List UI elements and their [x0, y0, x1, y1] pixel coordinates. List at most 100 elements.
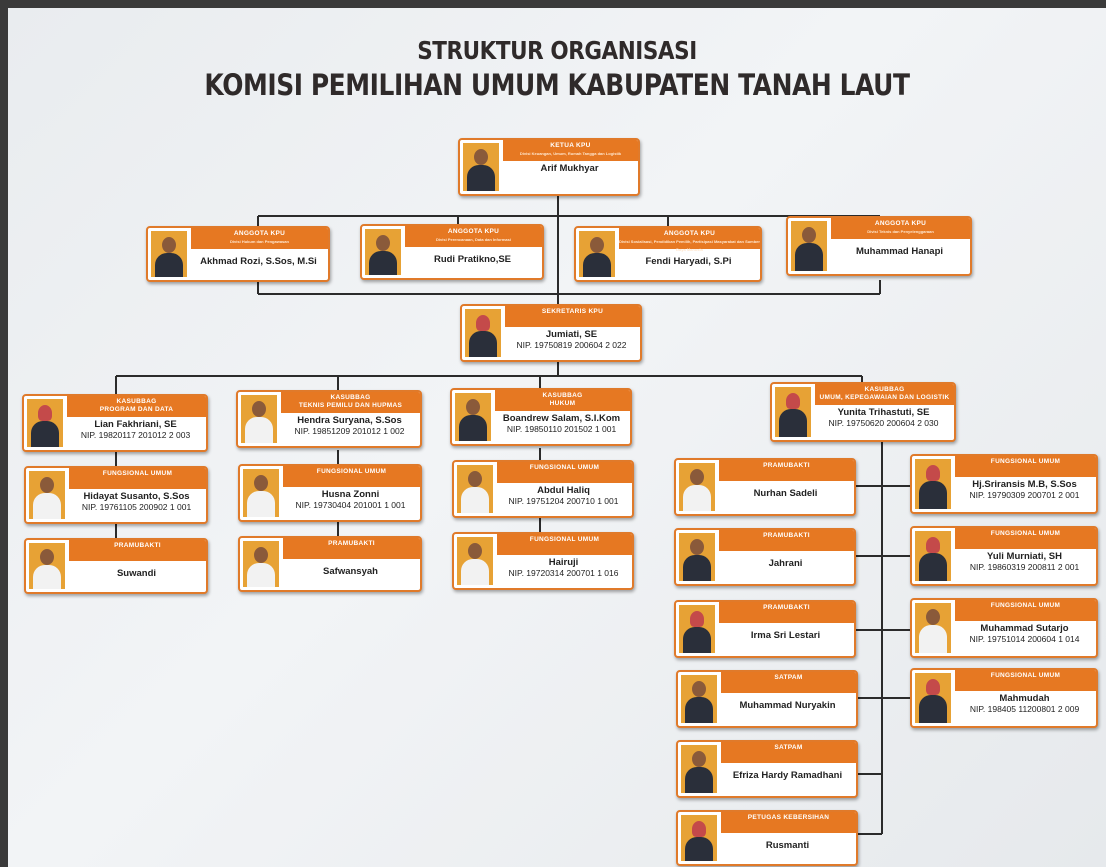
staff-role: FUNGSIONAL UMUM — [990, 672, 1061, 679]
staff-name: Safwansyah — [323, 566, 378, 577]
title-line-1: STRUKTUR ORGANISASI — [417, 36, 697, 65]
anggota-name: Fendi Haryadi, S.Pi — [645, 256, 732, 267]
kasubbag-name: Yunita Trihastuti, SE — [837, 407, 930, 418]
portrait-photo — [241, 395, 277, 443]
staff-card: PRAMUBAKTI Safwansyah — [238, 536, 422, 592]
anggota-card: ANGGOTA KPU Divisi Teknis dan Penyelengga… — [786, 216, 972, 276]
portrait-photo — [681, 675, 717, 723]
portrait-photo — [915, 459, 951, 509]
portrait-photo — [29, 471, 65, 519]
portrait-photo — [455, 393, 491, 441]
portrait-photo — [463, 143, 499, 191]
portrait-photo — [465, 309, 501, 357]
staff-role: FUNGSIONAL UMUM — [316, 468, 387, 475]
staff-name: Suwandi — [116, 568, 157, 579]
kasubbag-unit: PROGRAM DAN DATA — [99, 406, 174, 413]
staff-name: Jahrani — [768, 558, 803, 569]
kasubbag-name: Boandrew Salam, S.I.Kom — [502, 413, 621, 424]
anggota-division: Divisi Teknis dan Penyelenggaraan — [867, 229, 934, 234]
portrait-photo — [243, 541, 279, 587]
staff-role: SATPAM — [774, 674, 803, 681]
kasubbag-nip: NIP. 19851209 201012 1 002 — [294, 426, 405, 436]
portrait-photo — [915, 531, 951, 581]
kasubbag-unit: HUKUM — [549, 400, 576, 407]
kasubbag-role: KASUBBAG — [864, 386, 905, 393]
ketua-name: Arif Mukhyar — [540, 163, 599, 174]
portrait-photo — [791, 221, 827, 271]
staff-nip: NIP. 19761105 200902 1 001 — [81, 502, 192, 512]
staff-nip: NIP. 19730404 201001 1 001 — [295, 500, 406, 510]
portrait-photo — [679, 533, 715, 581]
portrait-photo — [679, 605, 715, 653]
anggota-card: ANGGOTA KPU Divisi Sosialisasi, Pendidika… — [574, 226, 762, 282]
sekretaris-name: Jumiati, SE — [545, 329, 598, 340]
portrait-photo — [681, 815, 717, 861]
portrait-photo — [775, 387, 811, 437]
anggota-name: Muhammad Hanapi — [855, 246, 944, 257]
staff-name: Mahmudah — [999, 693, 1050, 704]
anggota-name: Akhmad Rozi, S.Sos, M.Si — [200, 256, 317, 267]
anggota-role: ANGGOTA KPU — [663, 230, 716, 237]
portrait-photo — [679, 463, 715, 511]
staff-card: PRAMUBAKTI Suwandi — [24, 538, 208, 594]
staff-name: Irma Sri Lestari — [750, 630, 821, 641]
staff-role: PRAMUBAKTI — [114, 542, 161, 549]
kasubbag-unit: TEKNIS PEMILU DAN HUPMAS — [298, 402, 403, 409]
portrait-photo — [915, 603, 951, 653]
staff-role: PRAMUBAKTI — [763, 462, 810, 469]
staff-card: PETUGAS KEBERSIHAN Rusmanti — [676, 810, 858, 866]
portrait-photo — [29, 543, 65, 589]
portrait-photo — [579, 231, 615, 277]
staff-name: Muhammad Nuryakin — [739, 700, 836, 711]
portrait-photo — [681, 745, 717, 793]
kasubbag-name: Lian Fakhriani, SE — [94, 419, 177, 430]
staff-role: FUNGSIONAL UMUM — [102, 470, 173, 477]
staff-name: Yuli Murniati, SH — [987, 551, 1062, 562]
staff-nip: NIP. 19790309 200701 2 001 — [969, 490, 1080, 500]
staff-name: Rusmanti — [765, 840, 810, 851]
staff-name: Husna Zonni — [321, 489, 380, 500]
staff-name: Hidayat Susanto, S.Sos — [83, 491, 190, 502]
staff-nip: NIP. 19860319 200811 2 001 — [969, 562, 1080, 572]
staff-card: PRAMUBAKTI Jahrani — [674, 528, 856, 586]
staff-name: Nurhan Sadeli — [753, 488, 818, 499]
sekretaris-nip: NIP. 19750819 200604 2 022 — [516, 340, 627, 350]
kasubbag-role: KASUBBAG — [330, 394, 371, 401]
portrait-photo — [243, 469, 279, 517]
anggota-role: ANGGOTA KPU — [874, 220, 927, 227]
staff-role: FUNGSIONAL UMUM — [990, 602, 1061, 609]
anggota-role: ANGGOTA KPU — [447, 228, 500, 235]
kasubbag-nip: NIP. 19850110 201502 1 001 — [506, 424, 617, 434]
anggota-division: Divisi Sosialisasi, Pendidikan Pemilih, … — [619, 239, 760, 252]
anggota-name: Rudi Pratikno,SE — [433, 254, 512, 265]
staff-role: PRAMUBAKTI — [763, 532, 810, 539]
staff-role: PRAMUBAKTI — [763, 604, 810, 611]
sekretaris-role: SEKRETARIS KPU — [541, 308, 604, 315]
staff-role: SATPAM — [774, 744, 803, 751]
kasubbag-name: Hendra Suryana, S.Sos — [297, 415, 402, 426]
anggota-role: ANGGOTA KPU — [233, 230, 286, 237]
staff-card: SATPAM Efriza Hardy Ramadhani — [676, 740, 858, 798]
staff-name: Hj.Sriransis M.B, S.Sos — [972, 479, 1077, 490]
kasubbag-unit: UMUM, KEPEGAWAIAN DAN LOGISTIK — [819, 394, 950, 401]
kasubbag-role: KASUBBAG — [116, 398, 157, 405]
staff-nip: NIP. 19720314 200701 1 016 — [508, 568, 619, 578]
chart-title: STRUKTUR ORGANISASI KOMISI PEMILIHAN UMU… — [8, 36, 1106, 102]
staff-nip: NIP. 198405 11200801 2 009 — [969, 704, 1080, 714]
staff-role: PETUGAS KEBERSIHAN — [747, 814, 830, 821]
kasubbag-nip: NIP. 19820117 201012 2 003 — [80, 430, 191, 440]
